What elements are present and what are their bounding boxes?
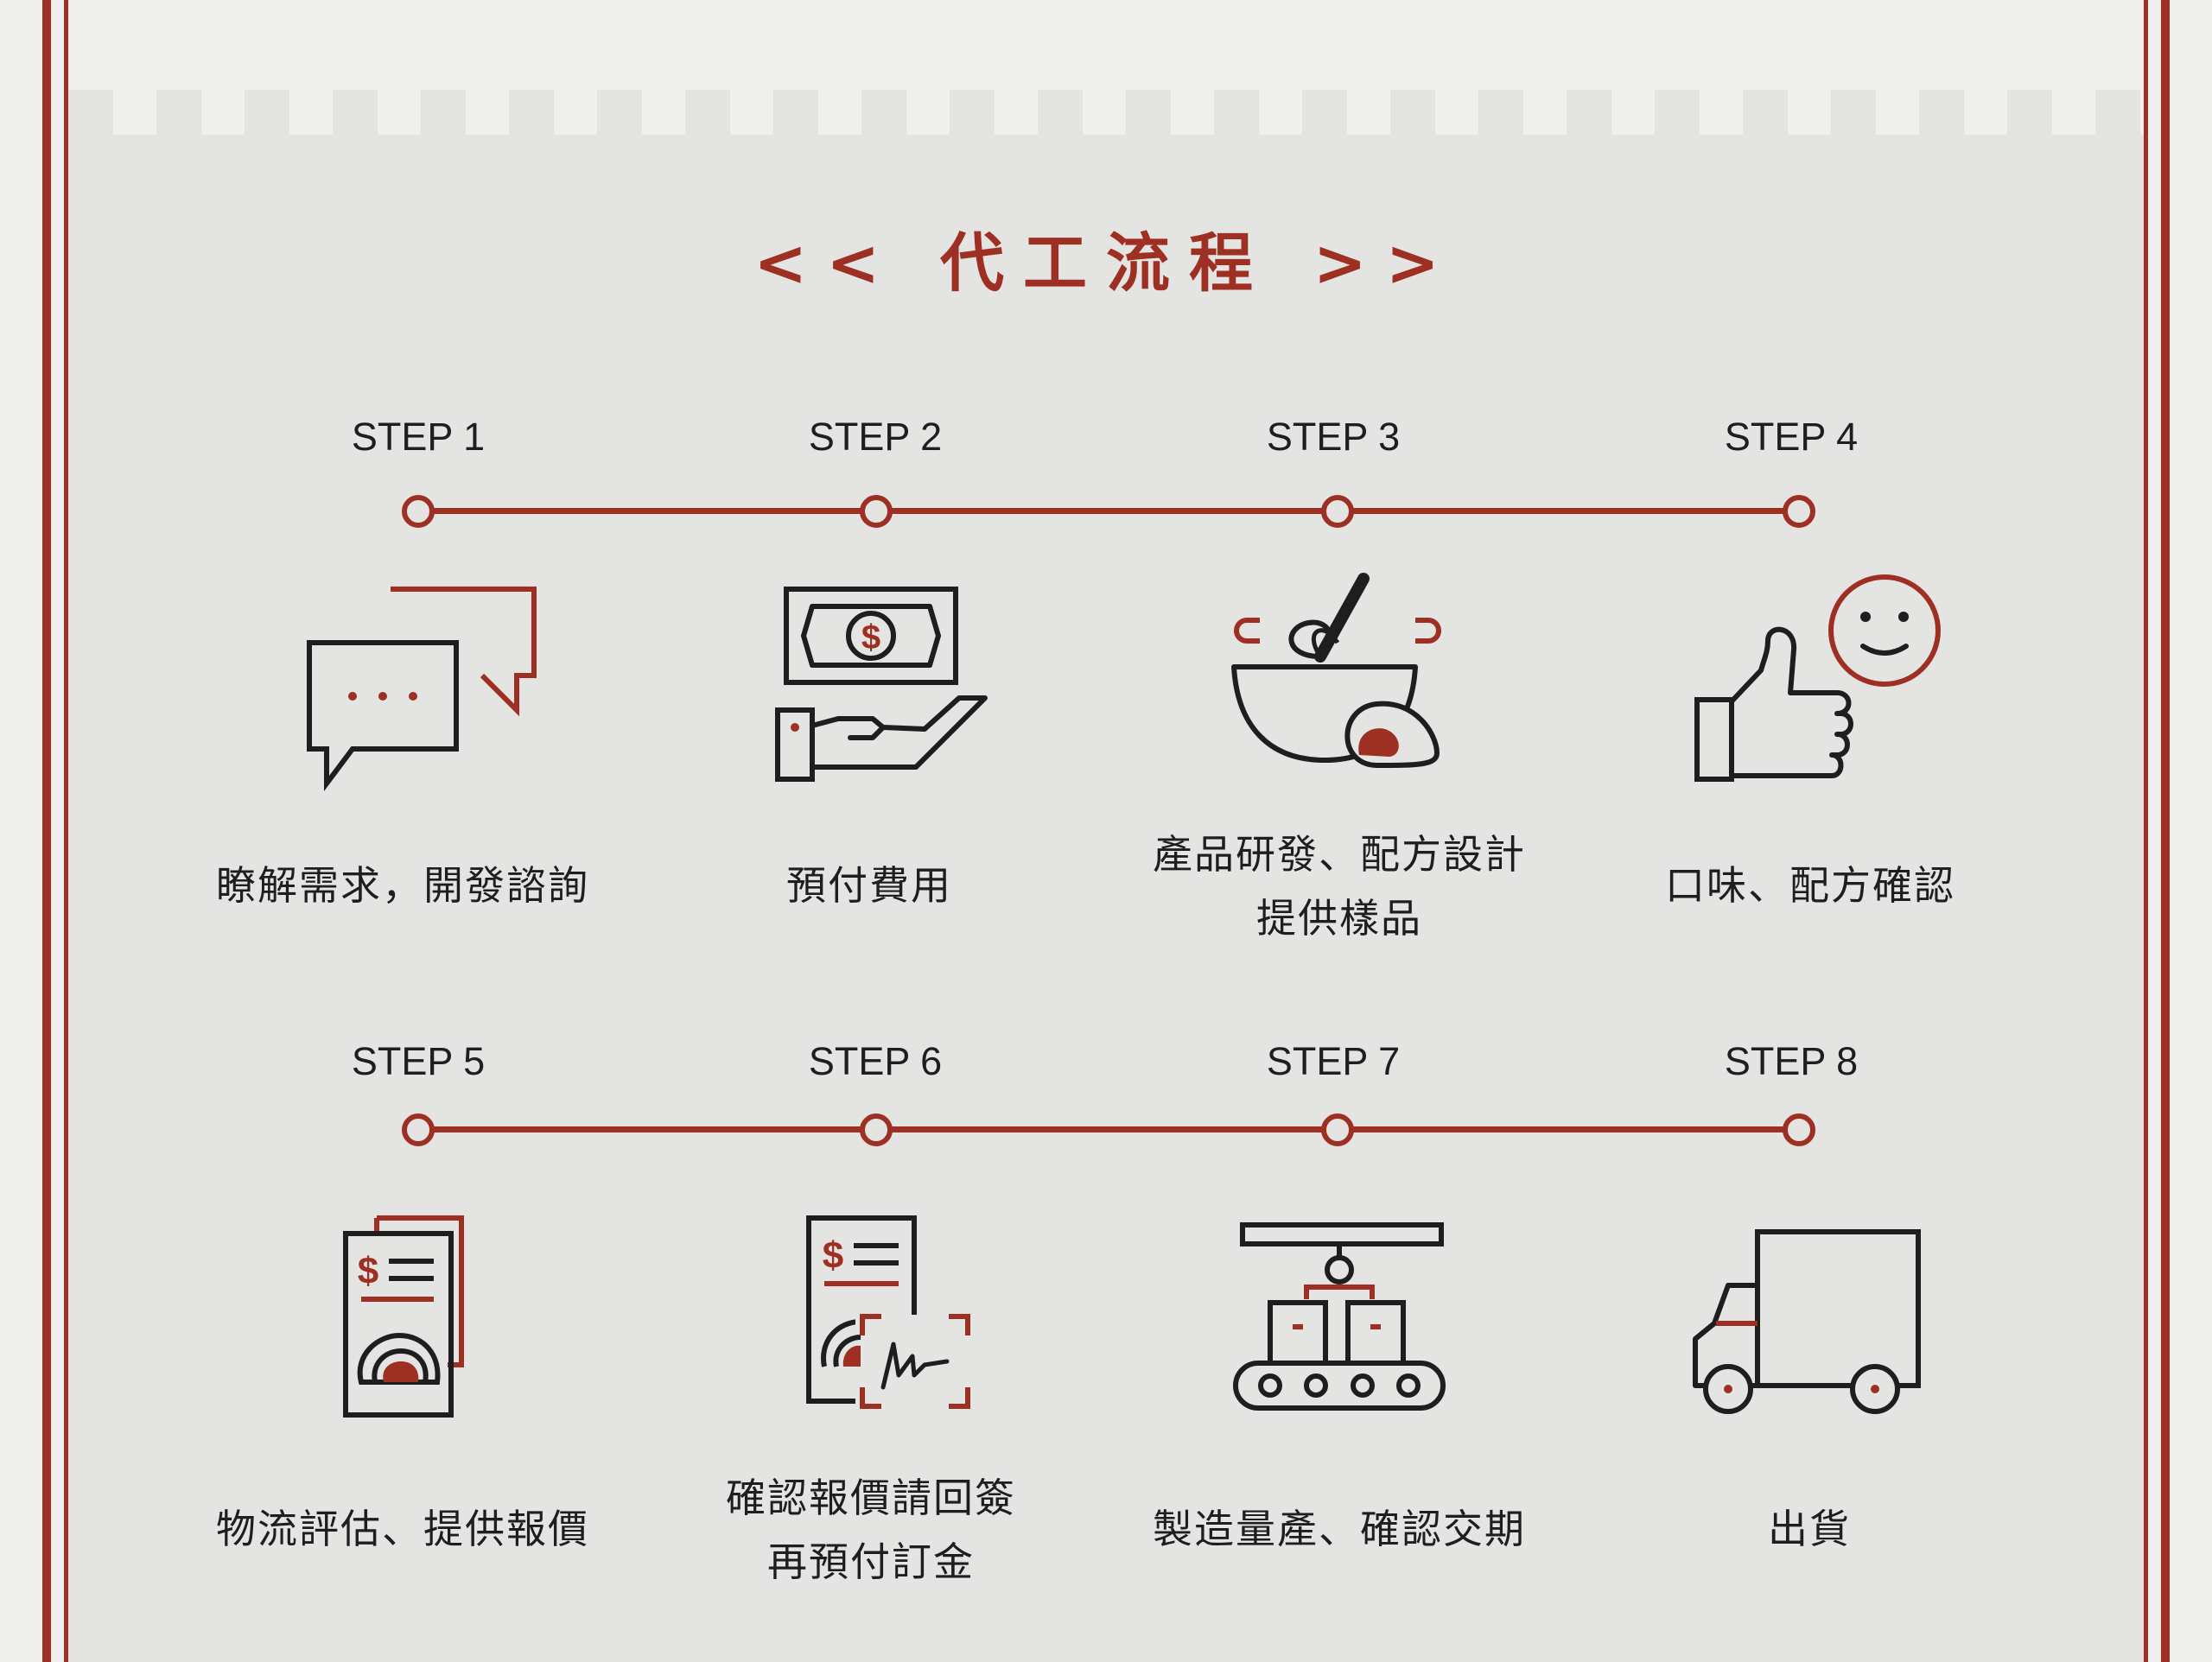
timeline-node-7 — [1321, 1113, 1354, 1146]
step-label-5: STEP 5 — [351, 1039, 486, 1083]
timeline-node-2 — [860, 495, 893, 528]
step-desc-7-line-1: 製造量產、確認交期 — [1153, 1506, 1526, 1552]
step-desc-2-line-1: 預付費用 — [786, 862, 952, 909]
step-desc-3-line-2: 提供樣品 — [1256, 895, 1422, 942]
step-desc-7: 製造量產、確認交期 — [1097, 1497, 1581, 1561]
checker-border — [68, 90, 2144, 135]
page-title: << 代工流程 >> — [753, 226, 1459, 301]
thumbs-up-smiley-icon — [1690, 572, 1949, 796]
step-desc-6: 確認報價請回簽 再預付訂金 — [629, 1466, 1113, 1594]
step-desc-4-line-1: 口味、配方確認 — [1665, 862, 1955, 909]
conveyor-production-icon — [1210, 1209, 1469, 1434]
step-desc-8-line-1: 出貨 — [1768, 1506, 1851, 1552]
right-border-thick — [2161, 0, 2170, 1662]
signed-document-icon: $ — [753, 1206, 1013, 1430]
right-border-thin — [2144, 0, 2148, 1662]
step-label-6: STEP 6 — [808, 1039, 943, 1083]
step-desc-5-line-1: 物流評估、提供報價 — [216, 1506, 589, 1552]
step-desc-3-line-1: 產品研發、配方設計 — [1153, 831, 1526, 878]
step-label-8: STEP 8 — [1724, 1039, 1859, 1083]
step-desc-8: 出貨 — [1567, 1497, 2051, 1561]
mixing-bowl-icon — [1208, 570, 1467, 795]
step-desc-1: 瞭解需求，開發諮詢 — [161, 853, 645, 917]
timeline-node-4 — [1783, 495, 1815, 528]
step-desc-3: 產品研發、配方設計 提供樣品 — [1097, 822, 1581, 950]
timeline-row-2 — [418, 1126, 1799, 1132]
svg-text:$: $ — [358, 1250, 378, 1292]
chat-bubbles-icon — [283, 580, 543, 805]
svg-text:$: $ — [823, 1234, 843, 1277]
left-border-thick — [42, 0, 51, 1662]
step-label-4: STEP 4 — [1724, 415, 1859, 459]
timeline-node-6 — [860, 1113, 893, 1146]
step-desc-4: 口味、配方確認 — [1568, 853, 2052, 917]
step-label-3: STEP 3 — [1266, 415, 1401, 459]
step-desc-1-line-1: 瞭解需求，開發諮詢 — [216, 862, 589, 909]
timeline-row-1 — [418, 508, 1799, 514]
timeline-node-1 — [402, 495, 435, 528]
timeline-node-8 — [1783, 1113, 1815, 1146]
step-label-1: STEP 1 — [351, 415, 486, 459]
paper-panel — [68, 135, 2144, 1662]
money-hand-icon: $ — [743, 580, 1002, 805]
timeline-node-5 — [402, 1113, 435, 1146]
step-label-2: STEP 2 — [808, 415, 943, 459]
step-desc-6-line-2: 再預付訂金 — [767, 1538, 975, 1585]
timeline-node-3 — [1321, 495, 1354, 528]
svg-text:$: $ — [861, 618, 880, 657]
left-border-thin — [64, 0, 68, 1662]
step-desc-6-line-1: 確認報價請回簽 — [726, 1475, 1016, 1521]
step-label-7: STEP 7 — [1266, 1039, 1401, 1083]
quote-document-icon: $ — [275, 1206, 534, 1430]
step-desc-2: 預付費用 — [627, 853, 1111, 917]
delivery-truck-icon — [1676, 1209, 1936, 1434]
step-desc-5: 物流評估、提供報價 — [161, 1497, 645, 1561]
